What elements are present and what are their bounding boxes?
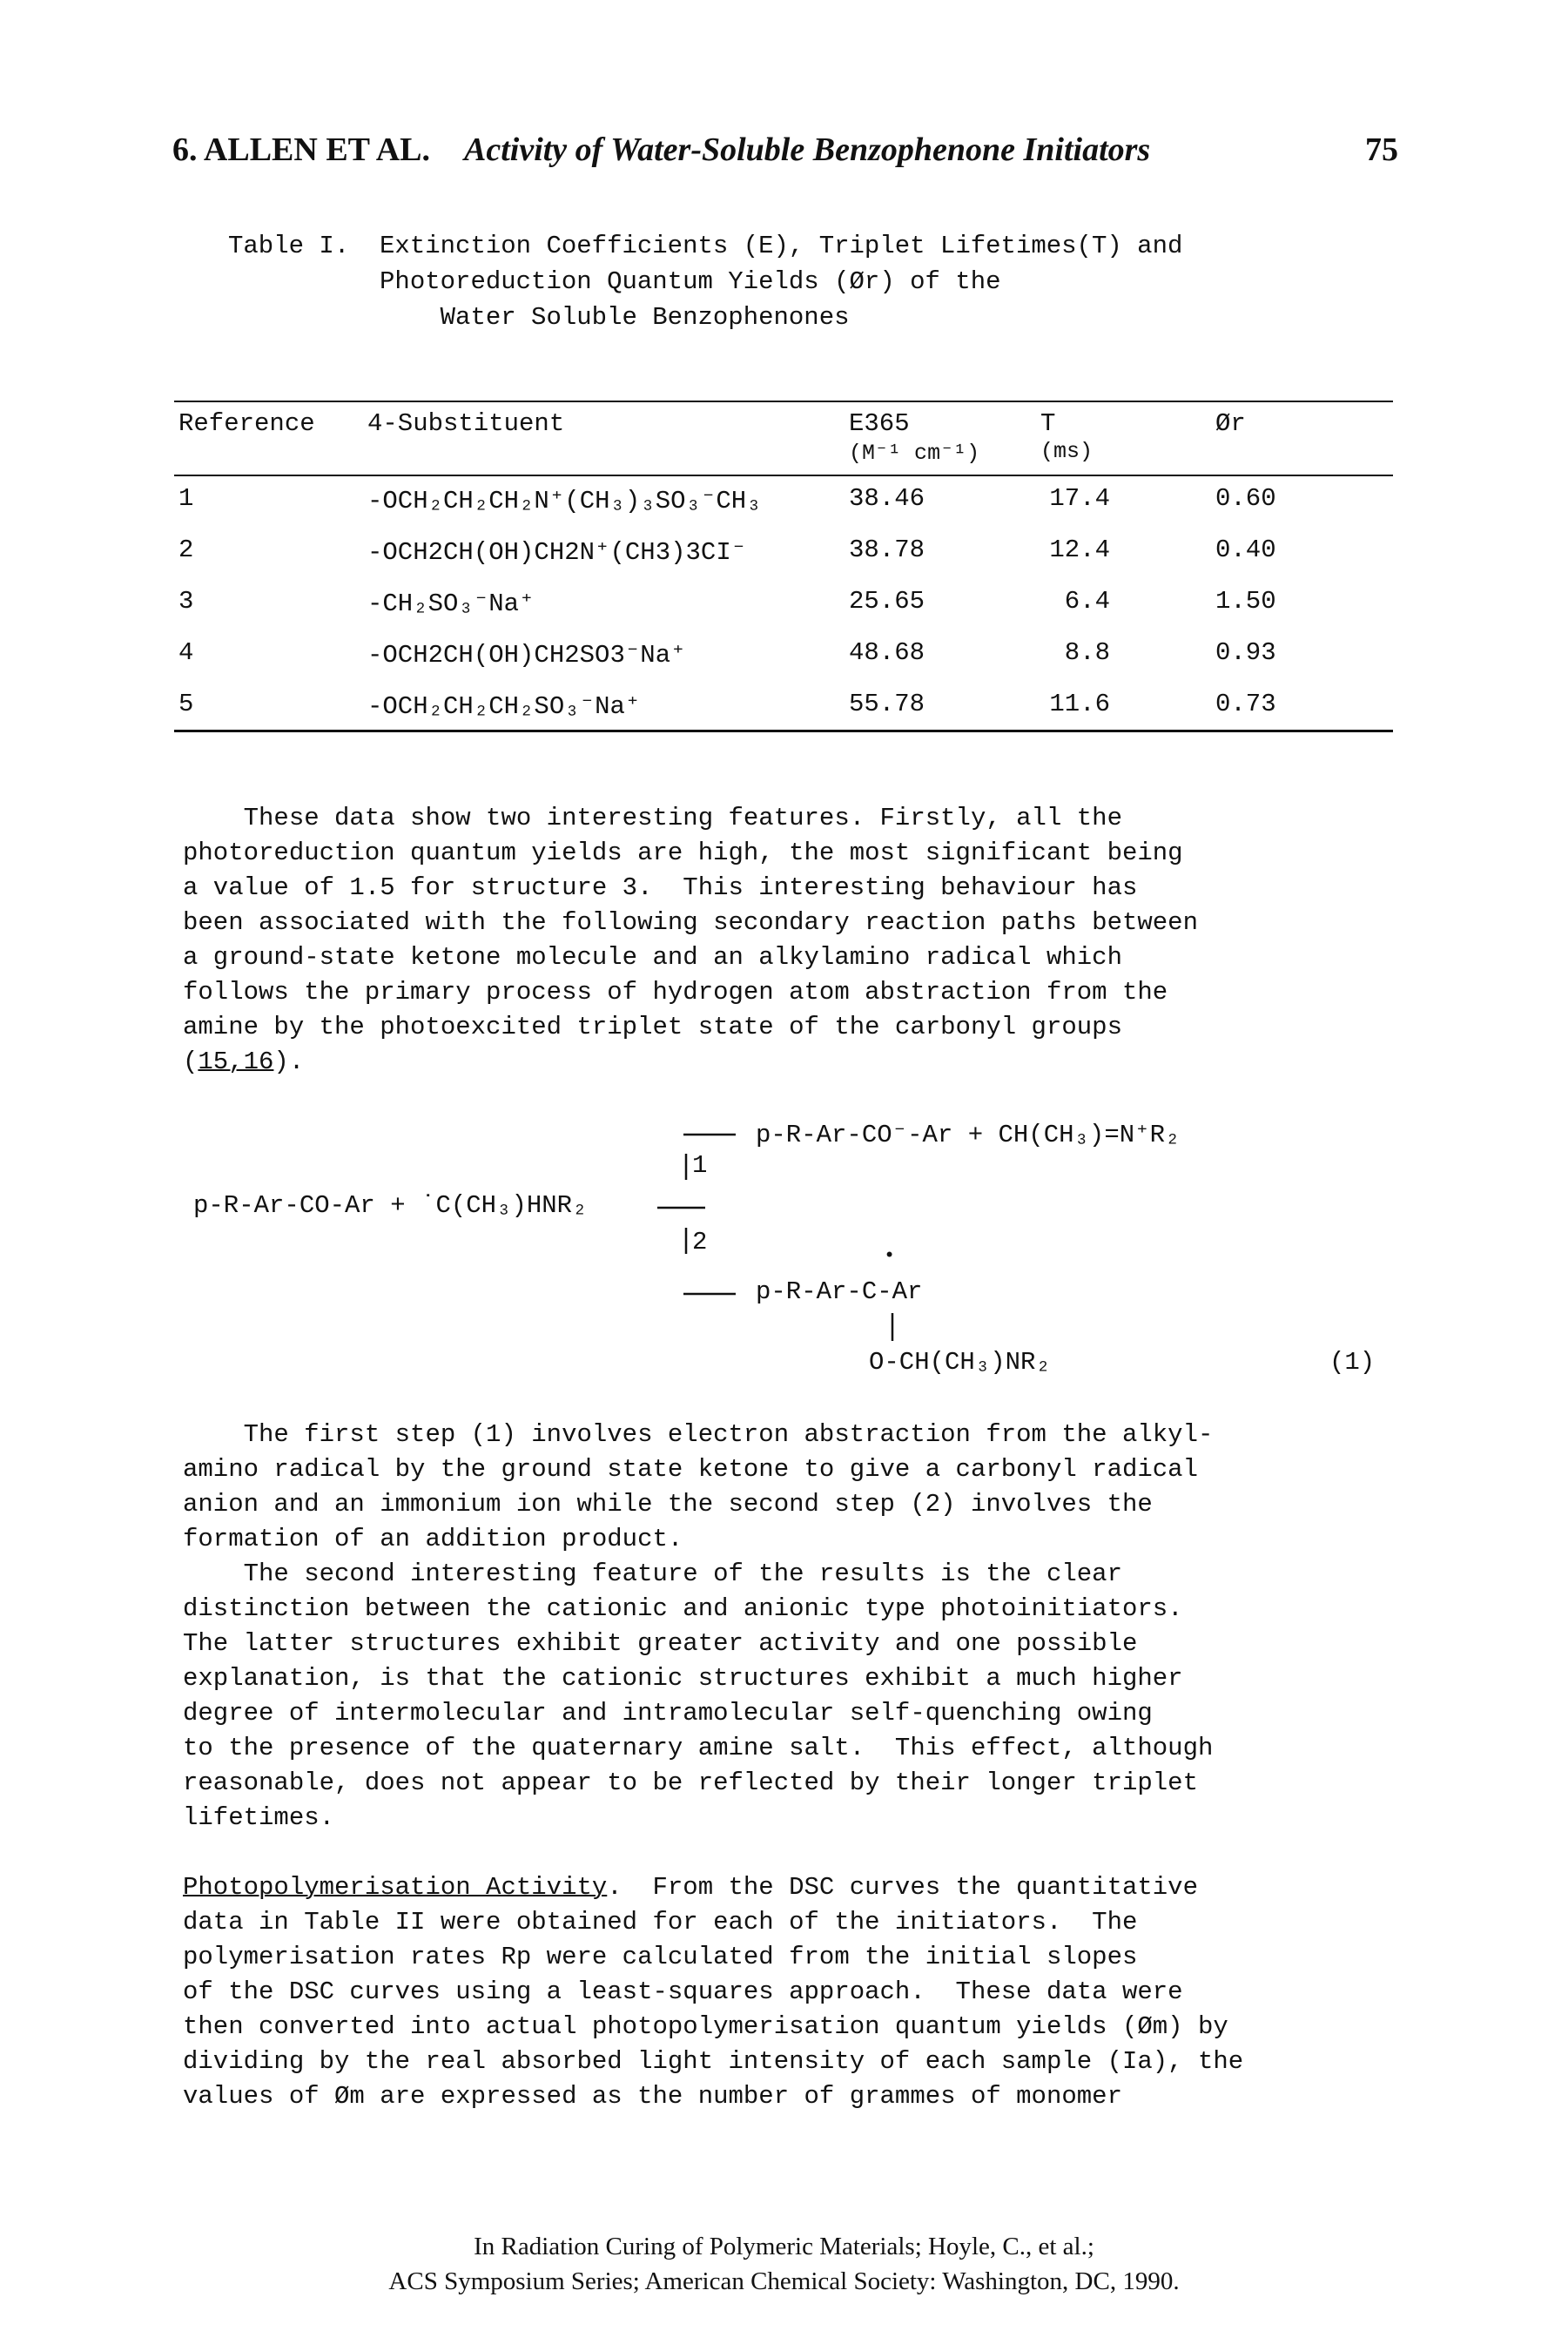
product-2: p-R-Ar-C-Ar xyxy=(756,1277,923,1306)
product-1: p-R-Ar-CO⁻-Ar + CH(CH₃)=N⁺R₂ xyxy=(756,1121,1181,1149)
col-header-substituent: 4-Substituent xyxy=(367,409,565,438)
text-line: distinction between the cationic and ani… xyxy=(183,1594,1183,1623)
text-line: degree of intermolecular and intramolecu… xyxy=(183,1699,1153,1728)
cell-reference: 5 xyxy=(178,690,194,718)
text-line: of the DSC curves using a least-squares … xyxy=(183,1977,1183,2006)
caption-line: Water Soluble Benzophenones xyxy=(228,303,850,332)
cell-substituent: -OCH2CH(OH)CH2N⁺(CH3)3CI⁻ xyxy=(367,538,747,567)
col-header-t-units: (ms) xyxy=(1040,439,1094,464)
cell-reference: 1 xyxy=(178,484,194,513)
paren-close: ). xyxy=(273,1048,305,1076)
equation-number: (1) xyxy=(1329,1348,1376,1377)
radical-dot: • xyxy=(884,1245,896,1267)
text-line: a ground-state ketone molecule and an al… xyxy=(183,943,1122,972)
footer-line: In Radiation Curing of Polymeric Materia… xyxy=(474,2233,1094,2260)
cell-substituent: -OCH₂CH₂CH₂SO₃⁻Na⁺ xyxy=(367,692,641,721)
cell-t: 17.4 xyxy=(1049,484,1110,513)
cell-substituent: -OCH2CH(OH)CH2SO3⁻Na⁺ xyxy=(367,641,686,670)
text-line: a value of 1.5 for structure 3. This int… xyxy=(183,873,1138,902)
cell-reference: 4 xyxy=(178,638,194,667)
text-line: The first step (1) involves electron abs… xyxy=(183,1420,1214,1449)
text-line: The second interesting feature of the re… xyxy=(183,1559,1122,1588)
cell-t: 12.4 xyxy=(1049,536,1110,564)
text-line: lifetimes. xyxy=(183,1803,335,1832)
text-line: The latter structures exhibit greater ac… xyxy=(183,1629,1138,1658)
chapter-label: 6. ALLEN ET AL. xyxy=(172,131,431,168)
product-2-substituent: O-CH(CH₃)NR₂ xyxy=(869,1348,1051,1377)
text-line: explanation, is that the cationic struct… xyxy=(183,1664,1183,1693)
running-header: 6. ALLEN ET AL. Activity of Water-Solubl… xyxy=(172,131,1398,183)
cell-e365: 55.78 xyxy=(849,690,925,718)
cell-t: 11.6 xyxy=(1049,690,1110,718)
text-line: anion and an immonium ion while the seco… xyxy=(183,1490,1153,1519)
cell-phi: 0.73 xyxy=(1215,690,1276,718)
section-heading: Photopolymerisation Activity xyxy=(183,1873,608,1902)
text-line: (15,16). xyxy=(183,1045,1393,1080)
path-label-2: 2 xyxy=(692,1228,708,1256)
text-line: follows the primary process of hydrogen … xyxy=(183,978,1168,1007)
table-row: 3 -CH₂SO₃⁻Na⁺ 25.65 6.4 1.50 xyxy=(174,587,1393,635)
cell-t: 6.4 xyxy=(1064,587,1110,616)
text-line: polymerisation rates Rp were calculated … xyxy=(183,1943,1138,1971)
paragraph-features: These data show two interesting features… xyxy=(183,801,1393,1080)
text-line: values of Øm are expressed as the number… xyxy=(183,2082,1122,2111)
cell-phi: 0.60 xyxy=(1215,484,1276,513)
text-line: photoreduction quantum yields are high, … xyxy=(183,839,1183,867)
text-line: These data show two interesting features… xyxy=(183,804,1122,832)
caption-line: Table I. Extinction Coefficients (E), Tr… xyxy=(228,232,1183,260)
text-line: amine by the photoexcited triplet state … xyxy=(183,1013,1122,1041)
cell-phi: 0.40 xyxy=(1215,536,1276,564)
paragraph-steps: The first step (1) involves electron abs… xyxy=(183,1418,1393,1557)
text-line: amino radical by the ground state ketone… xyxy=(183,1455,1198,1484)
paragraph-second-feature: The second interesting feature of the re… xyxy=(183,1557,1393,1836)
table-bottom-rule xyxy=(174,730,1393,732)
cell-e365: 48.68 xyxy=(849,638,925,667)
table-caption: Table I. Extinction Coefficients (E), Tr… xyxy=(228,228,1377,335)
table-header-rule xyxy=(174,475,1393,476)
cell-e365: 38.78 xyxy=(849,536,925,564)
paragraph-photopolymerisation: Photopolymerisation Activity. From the D… xyxy=(183,1870,1393,2114)
reactants: p-R-Ar-CO-Ar + ˙C(CH₃)HNR₂ xyxy=(193,1191,588,1220)
table-row: 2 -OCH2CH(OH)CH2N⁺(CH3)3CI⁻ 38.78 12.4 0… xyxy=(174,536,1393,583)
cell-t: 8.8 xyxy=(1064,638,1110,667)
cell-e365: 25.65 xyxy=(849,587,925,616)
table-row: 1 -OCH₂CH₂CH₂N⁺(CH₃)₃SO₃⁻CH₃ 38.46 17.4 … xyxy=(174,484,1393,532)
citation-footer: In Radiation Curing of Polymeric Materia… xyxy=(0,2229,1568,2299)
cell-reference: 3 xyxy=(178,587,194,616)
page-number: 75 xyxy=(1365,131,1398,168)
col-header-e365: E365 xyxy=(849,409,910,438)
col-header-e365-units: (M⁻¹ cm⁻¹) xyxy=(849,441,980,466)
col-header-phi-r: Ør xyxy=(1215,409,1246,438)
paren-open: ( xyxy=(183,1048,199,1076)
reference-link[interactable]: 15,16 xyxy=(198,1048,274,1076)
text-line: reasonable, does not appear to be reflec… xyxy=(183,1768,1198,1797)
text-line: then converted into actual photopolymeri… xyxy=(183,2012,1228,2041)
text-line: Photopolymerisation Activity. From the D… xyxy=(183,1870,1393,1905)
cell-substituent: -CH₂SO₃⁻Na⁺ xyxy=(367,589,535,618)
text-line: to the presence of the quaternary amine … xyxy=(183,1734,1214,1762)
path-label-1: 1 xyxy=(692,1151,708,1180)
text-line: dividing by the real absorbed light inte… xyxy=(183,2047,1244,2076)
col-header-t: T xyxy=(1040,409,1056,438)
cell-reference: 2 xyxy=(178,536,194,564)
text-line: formation of an addition product. xyxy=(183,1525,683,1553)
cell-substituent: -OCH₂CH₂CH₂N⁺(CH₃)₃SO₃⁻CH₃ xyxy=(367,487,762,515)
text-line: been associated with the following secon… xyxy=(183,908,1198,937)
table-row: 4 -OCH2CH(OH)CH2SO3⁻Na⁺ 48.68 8.8 0.93 xyxy=(174,638,1393,686)
cell-e365: 38.46 xyxy=(849,484,925,513)
text-line: data in Table II were obtained for each … xyxy=(183,1908,1138,1937)
caption-line: Photoreduction Quantum Yields (Ør) of th… xyxy=(228,267,1001,296)
text-run: . From the DSC curves the quantitative xyxy=(607,1873,1198,1902)
table-row: 5 -OCH₂CH₂CH₂SO₃⁻Na⁺ 55.78 11.6 0.73 xyxy=(174,690,1393,738)
footer-line: ACS Symposium Series; American Chemical … xyxy=(388,2267,1180,2295)
col-header-reference: Reference xyxy=(178,409,315,438)
table-top-rule xyxy=(174,401,1393,402)
cell-phi: 1.50 xyxy=(1215,587,1276,616)
running-title: Activity of Water-Soluble Benzophenone I… xyxy=(464,131,1151,168)
cell-phi: 0.93 xyxy=(1215,638,1276,667)
